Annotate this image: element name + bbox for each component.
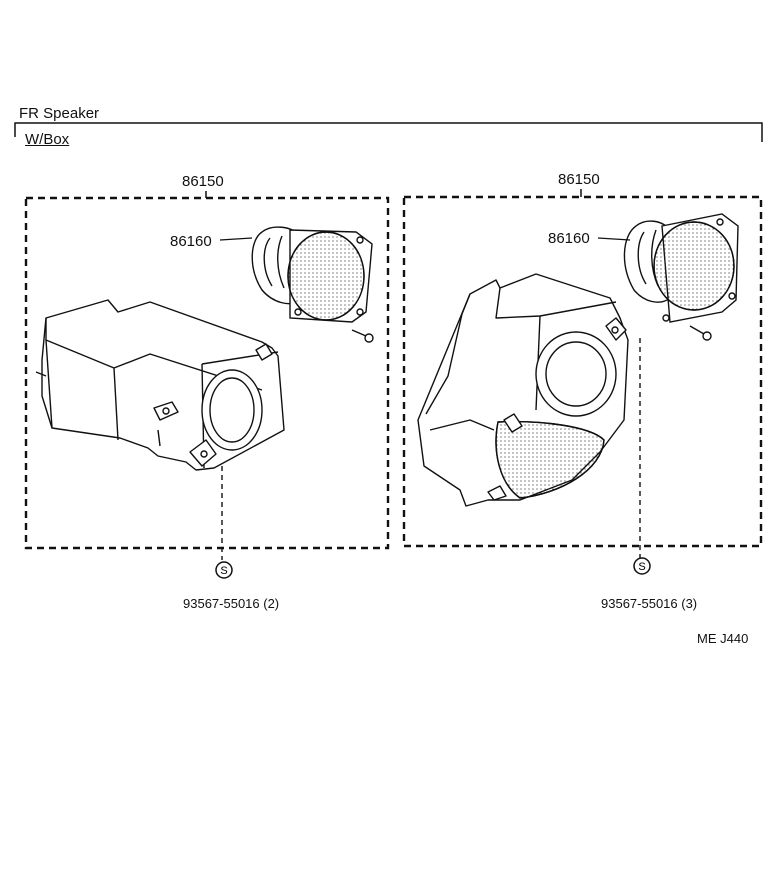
screw-icon	[351, 329, 374, 343]
section-title: FR Speaker	[19, 105, 100, 122]
speaker-unit-icon	[251, 226, 373, 323]
section-subtitle: W/Box	[25, 131, 70, 148]
speaker-box-icon	[417, 273, 629, 507]
right-screw-part-number: 93567-55016 (3)	[601, 596, 698, 611]
speaker-unit-icon	[623, 213, 739, 323]
left-screw-part-number: 93567-55016 (2)	[183, 596, 280, 611]
right-screw-symbol: S	[638, 561, 645, 573]
figure-code: ME J440	[697, 631, 749, 646]
speaker-box-icon	[35, 299, 285, 471]
right-assembly-boundary	[402, 195, 763, 548]
left-screw-symbol-circle	[215, 561, 233, 579]
left-assembly-number: 86150	[182, 173, 224, 190]
screw-icon	[689, 325, 712, 341]
right-assembly-number: 86150	[558, 171, 600, 188]
section-bracket	[14, 122, 763, 142]
right-speaker-number: 86160	[548, 230, 590, 247]
left-speaker-number: 86160	[170, 233, 212, 250]
left-screw-symbol: S	[220, 565, 227, 577]
left-speaker-leader	[219, 237, 253, 241]
left-assembly-boundary	[24, 196, 390, 550]
right-speaker-leader	[597, 237, 631, 241]
right-screw-symbol-circle	[633, 557, 651, 575]
